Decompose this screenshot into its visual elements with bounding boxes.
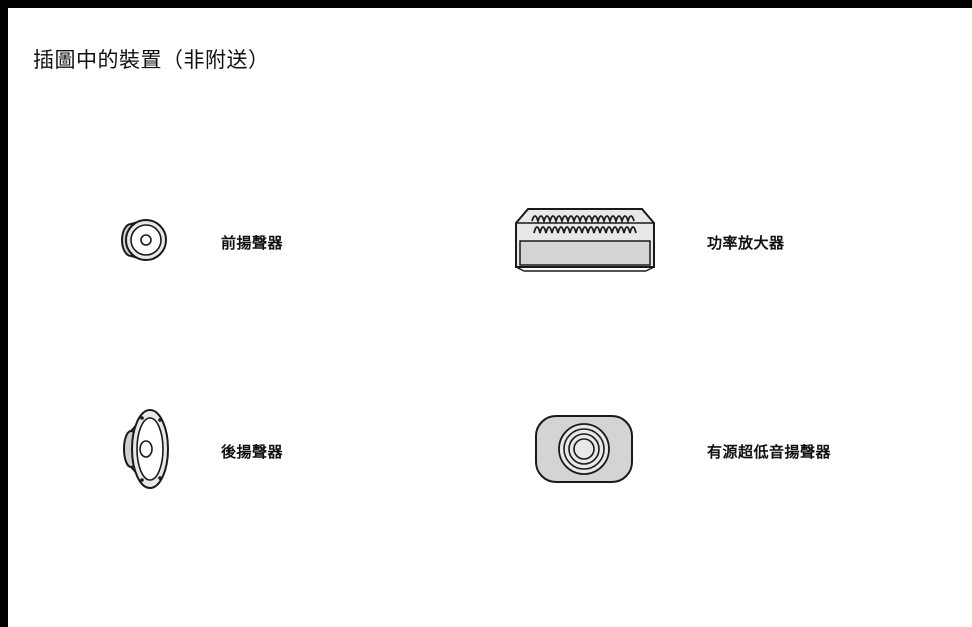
rear-speaker-label: 後揚聲器 — [221, 443, 284, 461]
front-speaker-label: 前揚聲器 — [221, 234, 284, 252]
active-subwoofer-icon — [534, 414, 636, 486]
page-title: 插圖中的裝置（非附送） — [33, 48, 270, 72]
power-amplifier-icon — [512, 203, 658, 275]
active-subwoofer-label: 有源超低音揚聲器 — [707, 443, 832, 461]
rear-speaker-icon — [120, 406, 172, 492]
front-speaker-icon — [118, 212, 174, 268]
power-amplifier-label: 功率放大器 — [707, 234, 785, 252]
